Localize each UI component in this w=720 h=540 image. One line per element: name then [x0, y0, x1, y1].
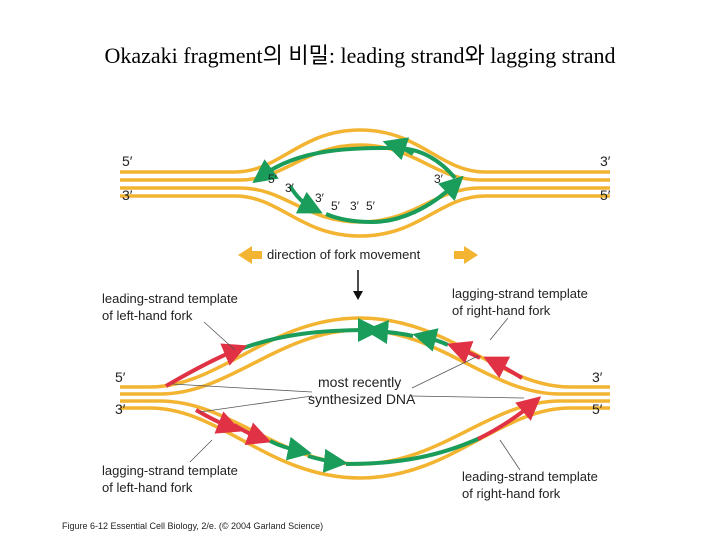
top-left-3prime: 3′ — [122, 187, 133, 203]
label-most-recent: most recently — [318, 374, 401, 390]
left-arrow-icon — [238, 246, 262, 264]
top-right-5prime: 5′ — [600, 187, 611, 203]
bottom-right-3prime: 3′ — [592, 369, 603, 385]
label-most-recent-2: synthesized DNA — [308, 391, 416, 407]
direction-label: direction of fork movement — [267, 247, 421, 262]
figure-caption: Figure 6-12 Essential Cell Biology, 2/e.… — [62, 521, 324, 531]
bottom-left-5prime: 5′ — [115, 369, 126, 385]
label-leading-template-right-2: of right-hand fork — [462, 486, 561, 501]
bottom-left-3prime: 3′ — [115, 401, 126, 417]
page-title: Okazaki fragment의 비밀: leading strand와 la… — [104, 43, 616, 68]
top-left-5prime: 5′ — [122, 153, 133, 169]
label-lagging-template-right: lagging-strand template — [452, 286, 588, 301]
label-lagging-template-left: lagging-strand template — [102, 463, 238, 478]
down-arrow-icon — [353, 291, 363, 300]
label-lagging-template-left-2: of left-hand fork — [102, 480, 193, 495]
right-arrow-icon — [454, 246, 478, 264]
inner-label: 3′ — [350, 199, 360, 213]
inner-label: 5′ — [268, 172, 278, 186]
label-lagging-template-right-2: of right-hand fork — [452, 303, 551, 318]
inner-label: 3′ — [315, 191, 325, 205]
inner-label: 3′ — [434, 172, 444, 186]
label-leading-template-left-2: of left-hand fork — [102, 308, 193, 323]
fork-direction-indicator: direction of fork movement — [238, 246, 478, 300]
top-right-3prime: 3′ — [600, 153, 611, 169]
top-replication-bubble: 5′ 3′ 3′ 5′ 5′ 3′ 3′ 5′ 3′ 5′ 3′ — [120, 128, 611, 238]
bottom-right-5prime: 5′ — [592, 401, 603, 417]
label-leading-template-left: leading-strand template — [102, 291, 238, 306]
label-leading-template-right: leading-strand template — [462, 469, 598, 484]
inner-label: 5′ — [331, 199, 341, 213]
inner-label: 5′ — [366, 199, 376, 213]
bottom-replication-bubble: 5′ 3′ 3′ 5′ leading-strand template of l… — [102, 286, 610, 501]
inner-label: 3′ — [285, 181, 295, 195]
